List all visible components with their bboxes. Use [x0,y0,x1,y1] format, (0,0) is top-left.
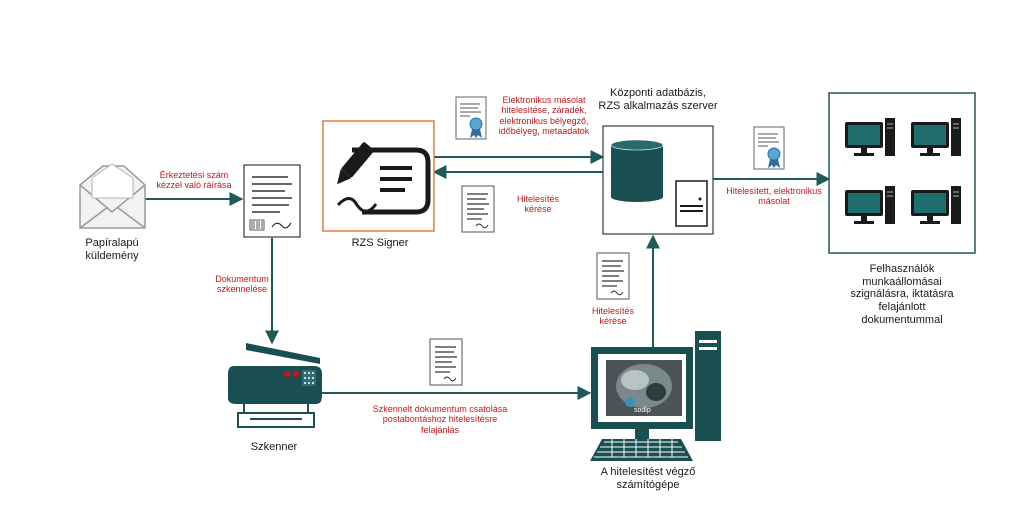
scan-label: Dokumentum szkennelése [215,274,269,295]
server-label: Központi adatbázis, RZS alkalmazás szerv… [598,87,718,112]
arrival-label: Érkeztetési szám kézzel való ráírása [156,170,232,191]
request-document-icon [596,252,630,300]
certified-document-icon [455,96,487,140]
attach-label: Szkennelt dokumentum csatolása postabont… [372,404,508,435]
computer-icon: sodip [590,331,721,461]
to-users-label: Hitelesített, elektronikus másolat [726,186,822,207]
computer-label: A hitelesítést végző számítógépe [600,466,696,491]
screen-brand-text: sodip [634,407,651,414]
document-icon [243,164,301,238]
mail-label: Papíralapú küldemény [85,237,139,262]
scanner-label: Szkenner [250,441,298,453]
envelope-icon [79,163,146,229]
request-signer-label: Hitelesítés kérése [516,194,560,215]
server-tower-icon [675,180,708,227]
certified-document-icon [753,126,785,170]
database-icon [610,139,664,202]
request-document-icon [461,185,495,233]
signed-copy-label: Elektronikus másolat hitelesítése, zárad… [498,95,590,137]
users-label: Felhasználók munkaállomásai szignálásra,… [850,263,954,326]
users-box [828,92,976,254]
request-server-label: Hitelesítés kérése [591,306,635,327]
signature-scroll-icon [336,142,431,215]
signer-label: RZS Signer [351,237,409,249]
scanned-document-icon [429,338,463,386]
scanner-icon [228,343,322,428]
